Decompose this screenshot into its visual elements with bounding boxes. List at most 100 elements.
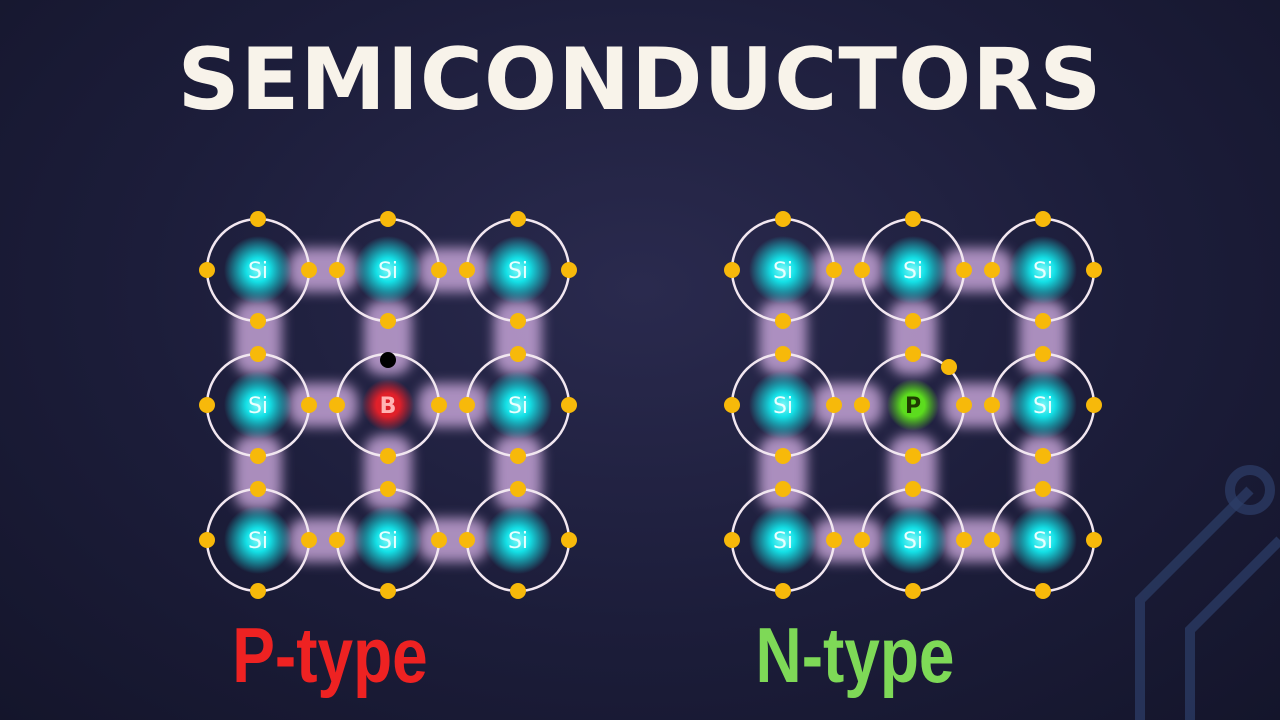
electron <box>956 262 972 278</box>
electron <box>905 448 921 464</box>
silicon-glow <box>484 371 552 439</box>
electron <box>510 481 526 497</box>
dopant-symbol: P <box>905 394 921 419</box>
electron <box>775 583 791 599</box>
silicon-symbol: Si <box>773 259 793 284</box>
silicon-glow <box>1009 506 1077 574</box>
electron <box>984 397 1000 413</box>
electron <box>380 448 396 464</box>
bond <box>494 300 542 375</box>
bond <box>889 300 937 375</box>
silicon-symbol: Si <box>903 529 923 554</box>
silicon-symbol: Si <box>508 529 528 554</box>
silicon-symbol: Si <box>508 394 528 419</box>
valence-electrons <box>724 211 1102 599</box>
electron <box>854 262 870 278</box>
electron <box>1086 532 1102 548</box>
silicon-glow <box>879 236 947 304</box>
silicon-symbol: Si <box>248 529 268 554</box>
electron <box>459 397 475 413</box>
electron <box>380 583 396 599</box>
bond <box>813 518 883 562</box>
silicon-symbol: Si <box>378 259 398 284</box>
bond <box>234 435 282 510</box>
electron <box>510 448 526 464</box>
electron <box>905 211 921 227</box>
silicon-glow <box>224 236 292 304</box>
bond <box>494 435 542 510</box>
bond <box>364 435 412 510</box>
dopant-symbol: B <box>380 394 397 419</box>
valence-electrons <box>199 211 577 599</box>
electron <box>431 532 447 548</box>
bond <box>234 300 282 375</box>
electron <box>984 532 1000 548</box>
electron <box>775 346 791 362</box>
electron <box>1035 448 1051 464</box>
electron <box>775 481 791 497</box>
dopant-glow <box>362 379 414 431</box>
silicon-symbol: Si <box>773 394 793 419</box>
electron <box>724 397 740 413</box>
bond <box>943 383 1013 427</box>
electron <box>301 532 317 548</box>
electron <box>329 532 345 548</box>
bond <box>418 518 488 562</box>
n-type-label: N-type <box>755 611 955 699</box>
electron <box>431 397 447 413</box>
electron <box>329 397 345 413</box>
silicon-glow <box>879 506 947 574</box>
electron <box>1035 211 1051 227</box>
silicon-glow <box>224 371 292 439</box>
silicon-symbol: Si <box>773 529 793 554</box>
electron <box>724 532 740 548</box>
silicon-glow <box>749 236 817 304</box>
electron <box>561 397 577 413</box>
electron <box>724 262 740 278</box>
electron <box>1035 346 1051 362</box>
electron <box>905 346 921 362</box>
p-type-label: P-type <box>232 611 428 699</box>
silicon-symbol: Si <box>508 259 528 284</box>
silicon-glow <box>749 371 817 439</box>
electron <box>1086 397 1102 413</box>
electron <box>561 262 577 278</box>
silicon-symbol: Si <box>1033 529 1053 554</box>
hole <box>380 352 396 368</box>
silicon-glow <box>1009 236 1077 304</box>
silicon-glow <box>354 506 422 574</box>
bond <box>943 248 1013 292</box>
electron <box>854 532 870 548</box>
bond <box>418 383 488 427</box>
extra-electron <box>941 359 957 375</box>
electron <box>510 313 526 329</box>
silicon-symbol: Si <box>248 394 268 419</box>
electron <box>956 397 972 413</box>
electron <box>250 211 266 227</box>
electron <box>510 583 526 599</box>
electron <box>431 262 447 278</box>
bond <box>288 383 358 427</box>
electron <box>905 481 921 497</box>
electron <box>1035 481 1051 497</box>
bond <box>1019 300 1067 375</box>
bond <box>943 518 1013 562</box>
electron <box>199 262 215 278</box>
electron <box>250 313 266 329</box>
electron <box>199 532 215 548</box>
bond <box>889 435 937 510</box>
bond <box>288 518 358 562</box>
electron <box>301 262 317 278</box>
electron <box>1035 583 1051 599</box>
electron <box>984 262 1000 278</box>
electron <box>775 313 791 329</box>
electron <box>250 481 266 497</box>
electron <box>329 262 345 278</box>
electron <box>775 211 791 227</box>
electron <box>459 532 475 548</box>
electron <box>905 313 921 329</box>
